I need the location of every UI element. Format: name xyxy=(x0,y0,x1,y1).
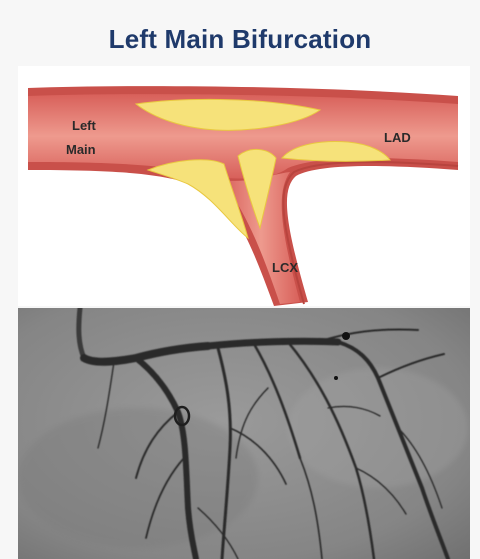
carina-edge xyxy=(283,162,458,304)
label-lad: LAD xyxy=(384,130,411,145)
label-main: Main xyxy=(66,142,96,157)
label-lcx: LCX xyxy=(272,260,298,275)
angiogram-image xyxy=(18,308,470,559)
bifurcation-diagram: Left Main LAD LCX xyxy=(18,66,470,306)
bifurcation-illustration: Left Main LAD LCX xyxy=(18,66,470,306)
label-left: Left xyxy=(72,118,97,133)
angiogram-illustration xyxy=(18,308,470,559)
catheter-marker xyxy=(342,332,350,340)
page-title: Left Main Bifurcation xyxy=(0,24,480,55)
wire-marker xyxy=(334,376,338,380)
